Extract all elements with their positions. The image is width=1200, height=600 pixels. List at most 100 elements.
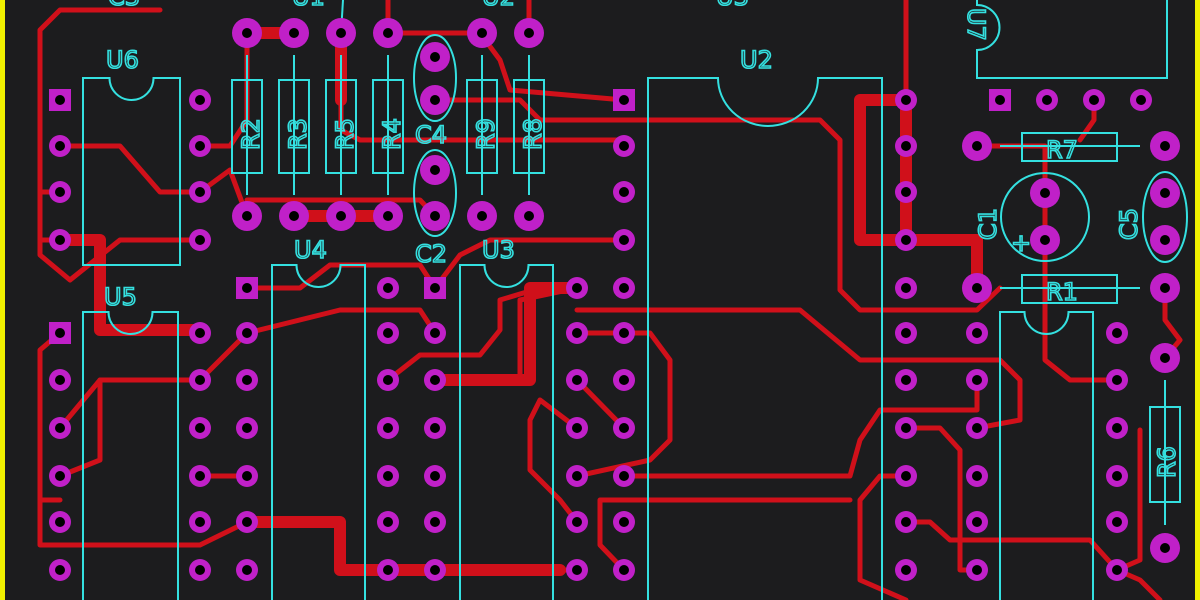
drill-hole (901, 283, 911, 293)
drill-hole (430, 328, 440, 338)
drill-hole (242, 28, 252, 38)
capacitor-outline-c4 (413, 34, 457, 122)
drill-hole (430, 95, 440, 105)
copper-trace (432, 285, 580, 383)
copper-trace (621, 377, 980, 479)
drill-hole (619, 517, 629, 527)
resistor-body-r6 (1149, 406, 1181, 503)
label-c4: C4 (415, 121, 447, 149)
label-u3-top: U3 (716, 0, 749, 11)
drill-hole (195, 423, 205, 433)
c1-polarity-mark: + (1011, 229, 1031, 257)
drill-hole (336, 211, 346, 221)
label-c1: C1 (974, 208, 1002, 240)
label-u2: U2 (740, 46, 773, 74)
drill-hole (55, 565, 65, 575)
copper-trace (37, 497, 250, 548)
drill-hole (619, 95, 629, 105)
drill-hole (972, 141, 982, 151)
drill-hole (972, 328, 982, 338)
copper-trace (37, 7, 163, 195)
label-u2-top: U2 (482, 0, 515, 11)
drill-hole (289, 28, 299, 38)
resistor-body (513, 79, 545, 174)
copper-trace (574, 377, 627, 431)
drill-hole (195, 328, 205, 338)
drill-hole (55, 141, 65, 151)
drill-hole (1112, 517, 1122, 527)
copper-trace (37, 187, 203, 283)
drill-hole (242, 471, 252, 481)
silkscreen-layer (82, 0, 1188, 600)
label-r3: R3 (284, 118, 312, 150)
label-c2: C2 (415, 240, 447, 268)
drill-hole (901, 95, 911, 105)
copper-trace-wide (429, 282, 583, 386)
drill-hole (901, 328, 911, 338)
drill-hole (195, 187, 205, 197)
copper-trace (857, 473, 909, 600)
drill-hole (619, 471, 629, 481)
drill-hole (242, 375, 252, 385)
ic-outline-u7 (976, 0, 1168, 79)
drill-hole (195, 565, 205, 575)
drill-hole (55, 235, 65, 245)
resistor-body (278, 79, 310, 174)
drill-hole (195, 141, 205, 151)
drill-hole (383, 517, 393, 527)
resistor-body (372, 79, 404, 174)
drill-hole (242, 211, 252, 221)
drill-hole (572, 423, 582, 433)
drill-hole (619, 141, 629, 151)
drill-hole (242, 565, 252, 575)
drill-hole (383, 283, 393, 293)
drill-hole (289, 211, 299, 221)
label-u1: U1 (292, 0, 325, 11)
drill-hole (383, 565, 393, 575)
drill-hole (619, 283, 629, 293)
label-r9: R9 (472, 118, 500, 150)
drill-hole (901, 141, 911, 151)
drill-hole (1040, 188, 1050, 198)
ic-outline-u6 (82, 77, 181, 266)
drill-hole (55, 187, 65, 197)
label-r4: R4 (378, 118, 406, 150)
drill-hole (1136, 95, 1146, 105)
drill-hole (1112, 375, 1122, 385)
drill-hole (242, 517, 252, 527)
drill-hole (1112, 565, 1122, 575)
drill-hole (430, 423, 440, 433)
drill-hole (383, 211, 393, 221)
drill-hole (195, 471, 205, 481)
drill-hole (1160, 141, 1170, 151)
label-r1: R1 (1046, 278, 1078, 306)
drill-hole (972, 565, 982, 575)
pads-layer (49, 18, 1180, 581)
drill-hole (1042, 95, 1052, 105)
drill-hole (572, 375, 582, 385)
label-r6: R6 (1153, 446, 1181, 478)
copper-trace (1114, 427, 1143, 573)
drill-hole (901, 471, 911, 481)
copper-trace (244, 262, 438, 291)
label-c3: C3 (108, 0, 140, 11)
ic-outline-u2 (647, 77, 883, 600)
drill-hole (1160, 353, 1170, 363)
copper-trace-wide (854, 94, 983, 294)
drill-hole (1040, 235, 1050, 245)
label-c5: C5 (1115, 208, 1143, 240)
label-r8: R8 (519, 118, 547, 150)
label-u5: U5 (104, 283, 137, 311)
drill-hole (477, 28, 487, 38)
label-u4: U4 (294, 236, 327, 264)
drill-hole (195, 517, 205, 527)
drill-hole (55, 471, 65, 481)
drill-hole (430, 375, 440, 385)
drill-hole (383, 328, 393, 338)
drill-hole (55, 423, 65, 433)
resistor-body (325, 79, 357, 174)
copper-trace (197, 167, 250, 219)
drill-hole (430, 283, 440, 293)
copper-trace (903, 425, 980, 573)
